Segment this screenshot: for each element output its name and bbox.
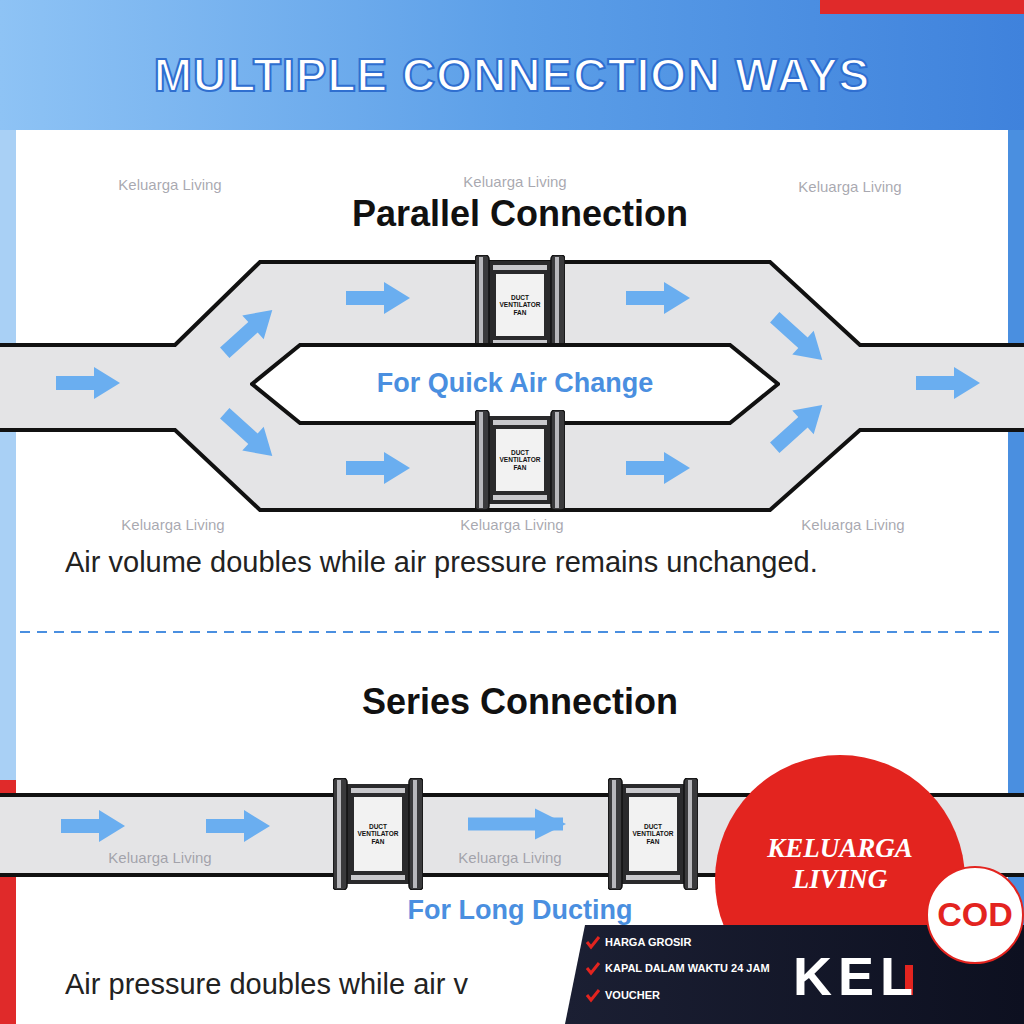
- flow-arrow: [61, 810, 125, 842]
- flow-arrow: [56, 367, 120, 399]
- flow-arrow: [206, 810, 270, 842]
- check-mark: [587, 963, 599, 973]
- watermark: Keluarga Living: [118, 176, 221, 193]
- corner-strip: [1008, 0, 1024, 14]
- watermark: Keluarga Living: [463, 173, 566, 190]
- side-strip: [0, 130, 16, 780]
- watermark: Keluarga Living: [798, 178, 901, 195]
- watermark: Keluarga Living: [460, 516, 563, 533]
- check-mark: [587, 990, 599, 1000]
- usage-caption: For Long Ducting: [408, 895, 633, 926]
- corner-strip: [820, 0, 1024, 14]
- fan-unit: DUCT VENTILATOR FAN: [608, 778, 698, 890]
- flow-arrow: [626, 282, 690, 314]
- fan-unit: DUCT VENTILATOR FAN: [475, 410, 565, 510]
- fan-nameplate: DUCT VENTILATOR FAN: [496, 294, 544, 316]
- fan-unit: DUCT VENTILATOR FAN: [475, 255, 565, 355]
- parallel-duct: [0, 262, 1024, 510]
- section-heading: Series Connection: [362, 681, 678, 723]
- title-band: [0, 0, 1024, 130]
- flow-arrow: [626, 452, 690, 484]
- flow-arrow: [346, 452, 410, 484]
- brand-logo: KEL: [793, 945, 919, 1007]
- flow-arrow: [346, 282, 410, 314]
- promo-item: VOUCHER: [605, 989, 660, 1002]
- usage-caption: For Quick Air Change: [377, 368, 654, 399]
- duct-island: For Quick Air Change: [250, 343, 780, 425]
- watermark: Keluarga Living: [801, 516, 904, 533]
- fan-nameplate: DUCT VENTILATOR FAN: [354, 823, 402, 845]
- fan-nameplate: DUCT VENTILATOR FAN: [629, 823, 677, 845]
- promo-item: HARGA GROSIR: [605, 936, 691, 949]
- page-title: MULTIPLE CONNECTION WAYS: [154, 48, 871, 102]
- description-text: Air pressure doubles while air v: [65, 968, 468, 1001]
- flow-arrow: [214, 298, 283, 365]
- check-mark: [587, 937, 599, 947]
- section-heading: Parallel Connection: [352, 193, 688, 235]
- flow-arrow: [916, 367, 980, 399]
- watermark: Keluarga Living: [108, 849, 211, 866]
- brand-name: KELUARGA LIVING: [740, 833, 940, 895]
- promo-item: KAPAL DALAM WAKTU 24 JAM: [605, 962, 770, 975]
- flow-arrow: [214, 401, 283, 468]
- duct-outline: [0, 262, 1024, 510]
- description-text: Air volume doubles while air pressure re…: [65, 546, 818, 579]
- flow-arrow: [764, 393, 833, 460]
- cod-text: COD: [937, 895, 1013, 934]
- watermark: Keluarga Living: [458, 849, 561, 866]
- fan-nameplate: DUCT VENTILATOR FAN: [496, 449, 544, 471]
- fan-unit: DUCT VENTILATOR FAN: [333, 778, 423, 890]
- dashed-divider: [20, 631, 1004, 633]
- watermark: Keluarga Living: [121, 516, 224, 533]
- cod-badge: COD: [925, 865, 1024, 965]
- flow-arrow: [764, 305, 833, 372]
- flow-connector: [468, 818, 563, 831]
